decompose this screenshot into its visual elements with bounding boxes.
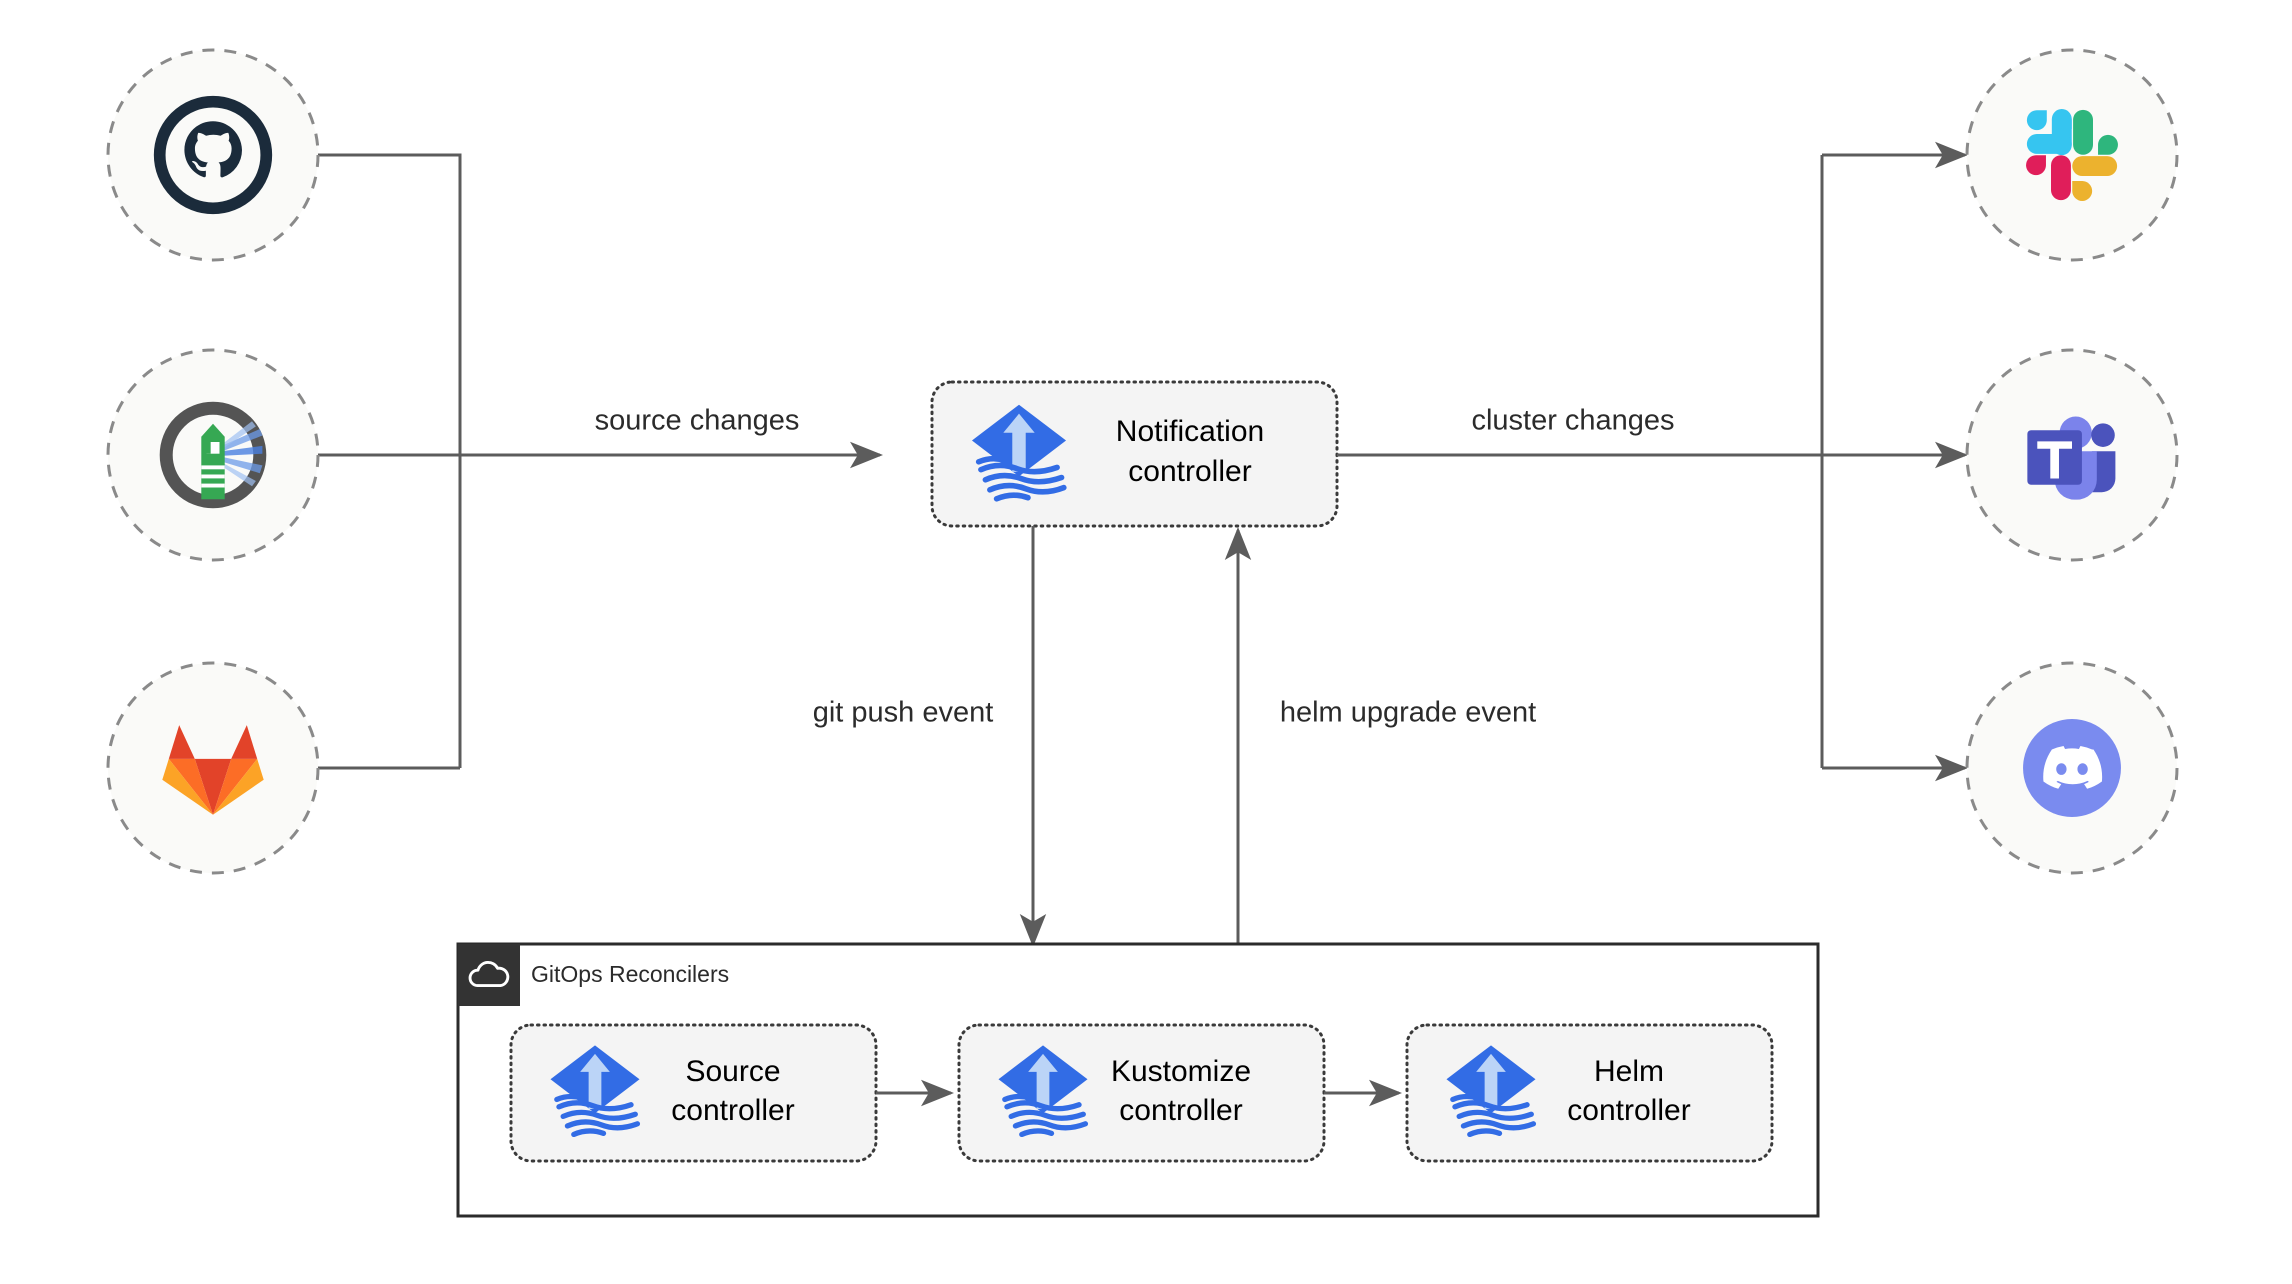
helm-controller-node[interactable]: Helm controller (1405, 1023, 1774, 1163)
source-controller-label-line2: controller (671, 1094, 794, 1127)
edge-label-source-changes: source changes (595, 405, 800, 437)
destination-node-slack[interactable] (1965, 48, 2179, 262)
destination-trunk-lines (1337, 141, 1968, 782)
source-controller-label-line1: Source (685, 1055, 780, 1088)
cloud-icon-backdrop (458, 944, 520, 1006)
destination-node-discord[interactable] (1965, 661, 2179, 875)
source-node-github[interactable] (106, 48, 320, 262)
source-node-gitea[interactable] (106, 348, 320, 562)
source-node-gitlab[interactable] (106, 661, 320, 875)
notification-controller-label-line2: controller (1128, 455, 1251, 488)
notification-controller-node[interactable]: Notification controller (930, 380, 1339, 528)
edge-label-cluster-changes: cluster changes (1471, 405, 1674, 437)
helm-controller-label-line1: Helm (1594, 1055, 1664, 1088)
destination-node-teams[interactable] (1965, 348, 2179, 562)
helm-controller-label-line2: controller (1567, 1094, 1690, 1127)
edge-label-git-push-event: git push event (813, 697, 994, 729)
kustomize-controller-label-line2: controller (1119, 1094, 1242, 1127)
kustomize-controller-label-line1: Kustomize (1111, 1055, 1251, 1088)
edge-label-helm-upgrade-event: helm upgrade event (1280, 697, 1536, 729)
discord-icon (2023, 719, 2121, 817)
kustomize-controller-node[interactable]: Kustomize controller (957, 1023, 1326, 1163)
gitops-reconcilers-title: GitOps Reconcilers (531, 961, 729, 987)
source-controller-node[interactable]: Source controller (509, 1023, 878, 1163)
event-edge-lines (1019, 526, 1252, 947)
notification-controller-label-line1: Notification (1116, 415, 1264, 448)
